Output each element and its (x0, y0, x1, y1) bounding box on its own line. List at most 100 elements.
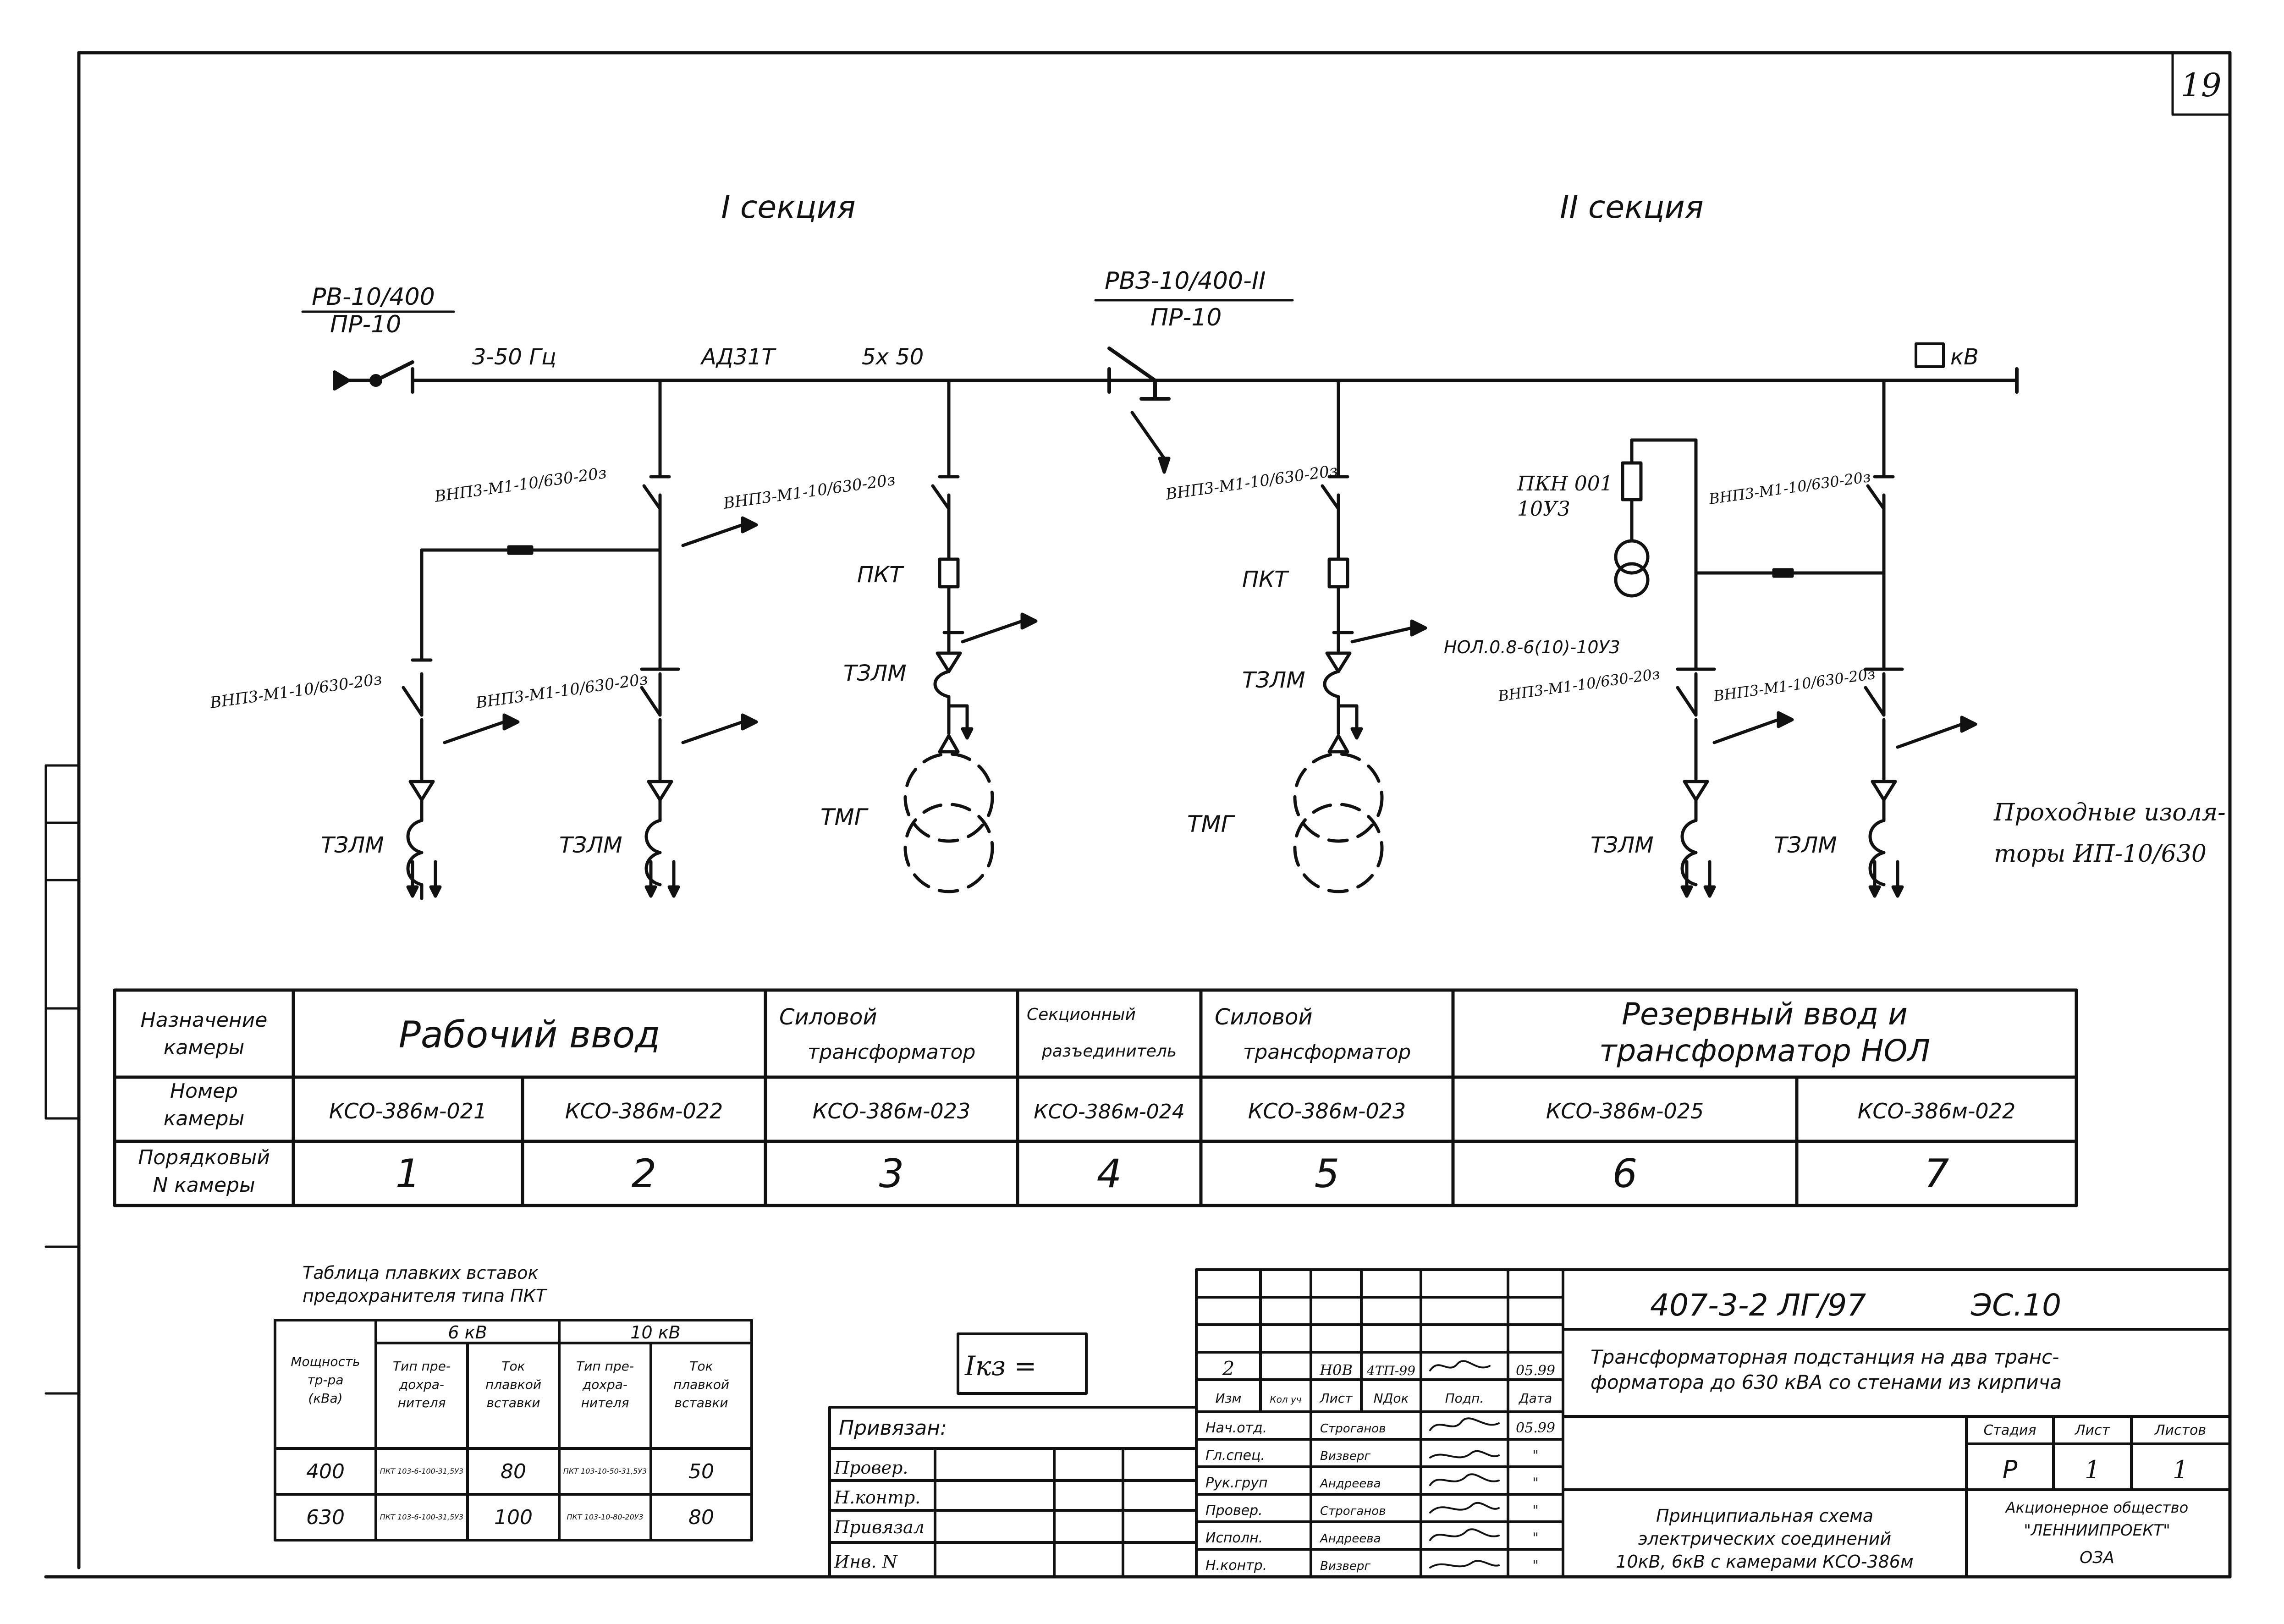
purpose-reserve-input-2: трансформатор НОЛ (1599, 1033, 1930, 1068)
vnp-label-7: ВНП3-М1-10/630-20з (1497, 665, 1661, 705)
header-kol: Кол уч (1270, 1394, 1301, 1405)
staff-date-4: " (1532, 1503, 1539, 1519)
rvz-earthing-switch (1130, 411, 1171, 474)
vnp-label-5: ВНП3-М1-10/630-20з (1164, 462, 1339, 504)
fuse-col-type10-2: дохра- (582, 1377, 627, 1392)
rv-label-bottom: ПР-10 (330, 311, 401, 338)
chamber-number-2: КСО-386м-022 (565, 1099, 723, 1123)
bus-label-a: 3-50 Гц (472, 344, 556, 370)
chamber-5-circuit (1293, 379, 1427, 893)
row-header-purpose-1: Назначение (141, 1008, 268, 1032)
chamber-7-circuit (1864, 672, 1977, 898)
fuse-col-cur10-3: вставки (675, 1395, 728, 1410)
sheets-value: 1 (2173, 1455, 2188, 1484)
fuse-row-1-type6: ПКТ 103-6-100-31,5У3 (380, 1467, 463, 1475)
tzlm-label-1: ТЗЛМ (321, 832, 384, 858)
fuse-group-6kv: 6 кВ (448, 1322, 487, 1343)
tzlm-label-5: ТЗЛМ (1242, 667, 1305, 693)
tzlm-label-7: ТЗЛМ (1774, 832, 1837, 858)
staff-name-6: Визверг (1320, 1559, 1370, 1573)
purpose-power-transformer-b-1: Силовой (1215, 1004, 1313, 1030)
vnp-label-6: ВНП3-М1-10/630-20з (1707, 468, 1872, 508)
fuse-table-title-2: предохранителя типа ПКТ (303, 1286, 548, 1306)
chamber-number-3: КСО-386м-023 (813, 1099, 970, 1123)
chamber-ordinal-3: 3 (879, 1151, 904, 1197)
rvz-label-top: РВЗ-10/400-II (1105, 267, 1266, 295)
fuse-group-10kv: 10 кВ (630, 1322, 680, 1343)
binding-row-2: Н.контр. (834, 1487, 920, 1508)
rev-ndoc: 4ТП-99 (1366, 1363, 1415, 1378)
row-header-ordinal-1: Порядковый (138, 1146, 270, 1169)
fuse-col-type10-1: Тип пре- (576, 1359, 634, 1374)
chamber-ordinal-6: 6 (1613, 1151, 1638, 1197)
title-block-grid (1195, 1268, 2231, 1578)
pkt-label-1: ПКТ (857, 562, 904, 588)
nol-label: НОЛ.0.8-6(10)-10У3 (1444, 637, 1620, 657)
fuse-row-2-power: 630 (306, 1506, 345, 1529)
doc-code: 407-3-2 ЛГ/97 (1650, 1288, 1866, 1323)
chamber-ordinal-7: 7 (1924, 1151, 1949, 1197)
purpose-power-transformer-b-2: трансформатор (1243, 1040, 1411, 1064)
staff-role-3: Рук.груп (1205, 1475, 1268, 1491)
org-line-1: Акционерное общество (2005, 1499, 2188, 1516)
chamber-number-5: КСО-386м-023 (1248, 1099, 1406, 1123)
fuse-table (274, 1319, 753, 1541)
header-list: Лист (1320, 1391, 1353, 1406)
binding-block (828, 1406, 1198, 1578)
fuse-col-cur10-2: плавкой (673, 1377, 729, 1392)
row-header-number-1: Номер (170, 1079, 238, 1103)
purpose-reserve-input-1: Резервный ввод и (1622, 996, 1908, 1032)
sheet-number: 19 (2180, 66, 2221, 104)
vnp-label-2: ВНП3-М1-10/630-20з (209, 670, 383, 712)
fuse-col-cur6-3: вставки (487, 1395, 540, 1410)
row-header-ordinal-2: N камеры (153, 1173, 255, 1197)
chamber-2-circuit (640, 672, 758, 898)
header-ndoc: NДок (1374, 1391, 1409, 1406)
chamber-ordinal-4: 4 (1097, 1151, 1122, 1197)
fuse-col-power-1: Мощность (291, 1354, 360, 1369)
staff-role-2: Гл.спец. (1205, 1448, 1265, 1464)
stage-value: Р (2003, 1455, 2018, 1484)
fuse-col-cur6-1: Ток (501, 1359, 525, 1374)
tmg-label-1: ТМГ (820, 804, 869, 831)
rvz-label-bottom: ПР-10 (1150, 304, 1222, 331)
fuse-row-1-cur6: 80 (501, 1460, 526, 1483)
bus-label-b: АД31Т (700, 344, 776, 370)
header-sign: Подп. (1445, 1391, 1484, 1406)
tmg-label-2: ТМГ (1187, 811, 1236, 837)
purpose-working-input: Рабочий ввод (399, 1013, 660, 1056)
sheet-code: ЭС.10 (1970, 1288, 2061, 1323)
rev-date: 05.99 (1516, 1363, 1555, 1379)
staff-name-4: Строганов (1320, 1504, 1386, 1518)
rv-label-top: РВ-10/400 (312, 283, 435, 311)
vnp-label-4: ВНП3-М1-10/630-20з (722, 471, 897, 513)
binding-row-3: Привязал (834, 1517, 925, 1537)
purpose-power-transformer-a-1: Силовой (779, 1004, 877, 1030)
chamber-number-1: КСО-386м-021 (329, 1099, 487, 1123)
chamber-1-2-feeder (411, 379, 758, 671)
doc-title-1: Принципиальная схема (1656, 1506, 1873, 1526)
purpose-power-transformer-a-2: трансформатор (808, 1040, 976, 1064)
binding-row-4: Инв. N (834, 1552, 898, 1572)
staff-date-1: 05.99 (1516, 1420, 1555, 1436)
insulators-note-line-1: Проходные изоля- (1993, 799, 2226, 826)
chamber-table (113, 988, 2078, 1207)
doc-title-3: 10кВ, 6кВ с камерами КСО-386м (1616, 1552, 1913, 1572)
section-2-title: II секция (1560, 189, 1703, 226)
input-disconnector (333, 360, 414, 391)
fuse-row-2-type6: ПКТ 103-6-100-31,5У3 (380, 1513, 463, 1521)
fuse-col-type6-1: Тип пре- (393, 1359, 451, 1374)
fuse-col-type6-3: нителя (398, 1395, 446, 1410)
chamber-ordinal-2: 2 (632, 1151, 657, 1197)
staff-date-2: " (1532, 1448, 1539, 1464)
purpose-sectional-disconnector-2: разъединитель (1041, 1042, 1177, 1061)
pkn-label-2: 10У3 (1517, 497, 1570, 521)
staff-role-5: Исполн. (1205, 1530, 1263, 1546)
staff-name-5: Андреева (1319, 1532, 1381, 1546)
purpose-sectional-disconnector-1: Секционный (1027, 1005, 1136, 1024)
tzlm-label-2: ТЗЛМ (559, 832, 622, 858)
chamber-6-circuit (1676, 672, 1794, 898)
kv-box (1915, 342, 1945, 368)
row-header-number-2: камеры (164, 1107, 244, 1130)
